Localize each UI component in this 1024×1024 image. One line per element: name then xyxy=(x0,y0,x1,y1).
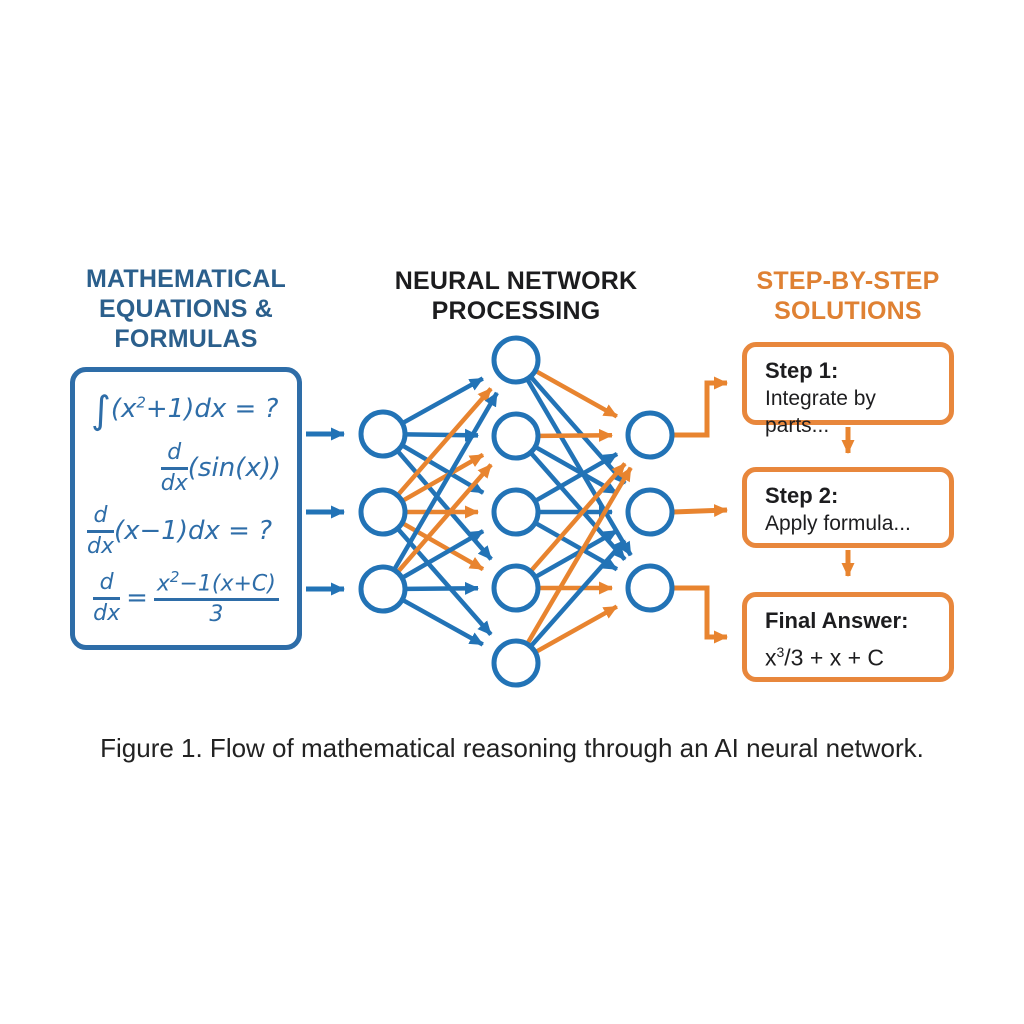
step2-box: Step 2: Apply formula... xyxy=(742,467,954,548)
network-edge xyxy=(530,538,627,647)
network-edge xyxy=(397,528,493,636)
step1-box: Step 1: Integrate by parts... xyxy=(742,342,954,437)
network-node-i2 xyxy=(358,487,408,537)
heading-solutions-line1: STEP-BY-STEP xyxy=(756,267,940,295)
heading-equations-line2: EQUATIONS & FORMULAS xyxy=(99,295,273,353)
formula-integral: ∫(x2+1)dx = ? xyxy=(91,388,279,432)
output-connector-arrow xyxy=(673,376,728,438)
step2-title: Step 2: xyxy=(765,483,839,508)
integral-sign: ∫ xyxy=(91,388,111,432)
heading-network-line1: NEURAL NETWORK xyxy=(394,267,638,295)
network-edge xyxy=(526,379,633,557)
network-edge xyxy=(406,581,480,595)
fraction-x2-over-3: x2−1(x+C)3 xyxy=(153,570,279,626)
network-node-h5 xyxy=(491,638,541,688)
network-edge xyxy=(530,462,627,572)
network-edge xyxy=(535,604,618,654)
network-edge xyxy=(539,428,614,442)
heading-network: NEURAL NETWORK PROCESSING xyxy=(386,266,646,326)
network-node-h1 xyxy=(491,335,541,385)
network-edge xyxy=(402,598,484,647)
step1-text: Integrate by parts... xyxy=(765,387,876,437)
step1-title: Step 1: xyxy=(765,358,839,383)
network-edge xyxy=(393,391,499,570)
network-edge xyxy=(535,451,619,502)
final-answer-box: Final Answer: x3/3 + x + C xyxy=(742,592,954,682)
final-answer-formula: x3/3 + x + C xyxy=(765,644,885,671)
network-node-i1 xyxy=(358,409,408,459)
network-node-o3 xyxy=(625,563,675,613)
heading-network-line2: PROCESSING xyxy=(431,297,601,325)
network-edge xyxy=(406,428,480,442)
heading-solutions-line2: SOLUTIONS xyxy=(774,297,922,325)
network-node-h2 xyxy=(491,411,541,461)
output-connector-arrow xyxy=(672,503,728,517)
network-edge xyxy=(397,463,493,573)
network-edge xyxy=(402,452,485,503)
network-node-i3 xyxy=(358,564,408,614)
network-edge xyxy=(402,376,484,425)
network-edge xyxy=(397,387,493,496)
heading-equations: MATHEMATICAL EQUATIONS & FORMULAS xyxy=(40,264,332,354)
network-edge xyxy=(526,466,633,644)
final-answer-title: Final Answer: xyxy=(765,608,909,633)
network-node-h4 xyxy=(491,563,541,613)
output-connector-arrow xyxy=(673,585,728,644)
network-node-o1 xyxy=(625,410,675,460)
figure-caption: Figure 1. Flow of mathematical reasoning… xyxy=(100,733,924,763)
heading-equations-line1: MATHEMATICAL xyxy=(85,265,287,293)
network-edge xyxy=(535,369,618,419)
network-edge xyxy=(535,528,619,579)
network-edge xyxy=(402,529,485,579)
heading-solutions: STEP-BY-STEP SOLUTIONS xyxy=(726,266,970,326)
network-edge xyxy=(402,444,485,495)
network-node-h3 xyxy=(491,487,541,537)
network-node-o2 xyxy=(625,487,675,537)
step2-text: Apply formula... xyxy=(765,512,911,535)
